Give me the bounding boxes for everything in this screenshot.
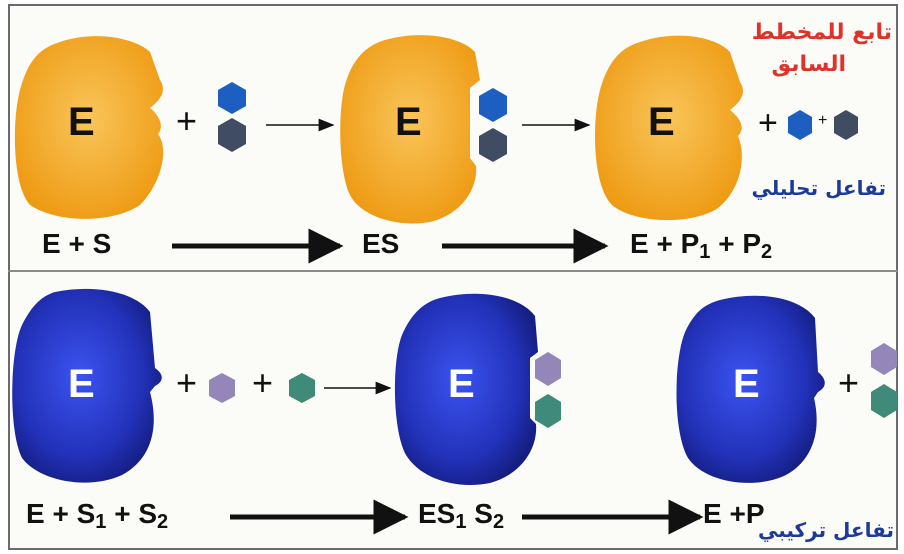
enzyme-label-top-2: E xyxy=(395,100,422,145)
eq-plus: + xyxy=(718,228,734,259)
bound-hexagon-dark xyxy=(479,128,507,162)
note-synthetic-reaction: تفاعل تركيبي xyxy=(754,518,894,542)
eq-plus: + xyxy=(114,498,130,529)
eq-enzyme: E xyxy=(703,498,722,529)
equation-top-mid: ES xyxy=(362,228,399,260)
product-hexagon-purple xyxy=(871,343,897,375)
enzyme-label-bottom-2: E xyxy=(448,362,475,407)
eq-sub-2: 2 xyxy=(157,511,168,533)
eq-sub-1: 1 xyxy=(95,511,106,533)
note-previous-diagram-line1: تابع للمخطط xyxy=(732,20,892,45)
equation-bottom-start: E + S1 + S2 xyxy=(26,498,168,530)
plus-sign-top-1: + xyxy=(176,100,197,142)
note-previous-diagram-line2: السابق xyxy=(726,52,846,77)
plus-sign-top-2: + xyxy=(758,104,778,143)
eq-enzyme: E xyxy=(630,228,649,259)
eq-plus: + xyxy=(656,228,672,259)
eq-enzyme: E xyxy=(42,228,61,259)
note-analytic-reaction: تفاعل تحليلي xyxy=(726,176,886,200)
bound-hexagon-blue xyxy=(479,88,507,122)
eq-sub-1: 1 xyxy=(699,241,710,263)
substrate-hexagon-dark xyxy=(218,118,246,152)
eq-enzyme: E xyxy=(26,498,45,529)
eq-sub-2: 2 xyxy=(493,511,504,533)
eq-substrate-1: S xyxy=(77,498,96,529)
eq-substrate-2: S xyxy=(138,498,157,529)
enzyme-label-top-3: E xyxy=(648,100,675,145)
eq-substrate-2: S xyxy=(474,498,493,529)
eq-sub-2: 2 xyxy=(761,241,772,263)
product-hexagon-blue xyxy=(788,110,812,140)
substrate-hexagon-blue xyxy=(218,82,246,114)
equation-top-start: E + S xyxy=(42,228,111,260)
eq-sub-1: 1 xyxy=(455,511,466,533)
equation-top-end: E + P1 + P2 xyxy=(630,228,772,260)
eq-product-1: P xyxy=(681,228,700,259)
eq-product-2: P xyxy=(742,228,761,259)
bound-hexagon-purple xyxy=(535,352,561,386)
plus-sign-top-3: + xyxy=(818,112,827,130)
enzyme-label-top-1: E xyxy=(68,100,95,145)
substrate-2-hexagon-teal xyxy=(289,373,315,403)
eq-plus: + xyxy=(729,498,745,529)
substrate-1-hexagon-purple xyxy=(209,373,235,403)
plus-sign-bottom-2: + xyxy=(252,362,273,404)
equation-bottom-mid: ES1 S2 xyxy=(418,498,504,530)
eq-complex: ES xyxy=(418,498,455,529)
enzyme-label-bottom-3: E xyxy=(733,362,760,407)
plus-sign-bottom-1: + xyxy=(176,362,197,404)
eq-plus: + xyxy=(52,498,68,529)
product-hexagon-dark xyxy=(834,110,858,140)
bound-hexagon-teal xyxy=(535,394,561,428)
plus-sign-bottom-3: + xyxy=(838,362,859,404)
enzyme-label-bottom-1: E xyxy=(68,362,95,407)
eq-plus: + xyxy=(68,228,84,259)
eq-substrate: S xyxy=(93,228,112,259)
product-hexagon-teal xyxy=(871,384,897,418)
